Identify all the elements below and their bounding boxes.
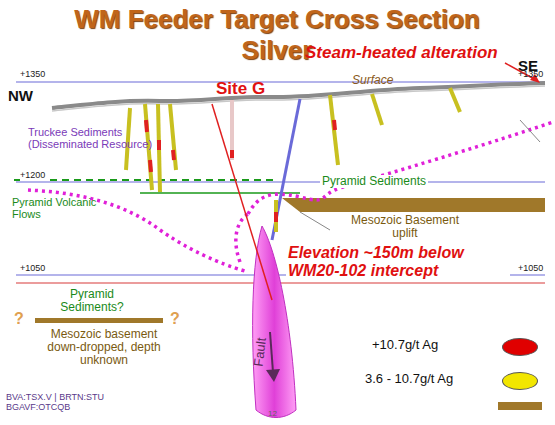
callout-label: Elevation ~150m below WM20-102 intercept (286, 244, 510, 279)
elevation-label: +1050 (518, 264, 543, 274)
legend-swatch (502, 338, 538, 356)
question-mark: ? (14, 310, 24, 328)
legend-swatch (502, 372, 538, 390)
page-number: 12 (268, 410, 277, 419)
elevation-label: +1350 (20, 70, 45, 80)
callout-label: Steam-heated alteration (305, 44, 498, 63)
formation-label: Mesozoic basement down-dropped, depth un… (34, 328, 174, 368)
legend-text: +10.7g/t Ag (372, 338, 438, 352)
formation-label: Pyramid Sediments (320, 175, 428, 188)
formation-label: Pyramid Sediments? (42, 288, 142, 314)
formation-label: Mesozoic Basement uplift (340, 214, 470, 240)
elevation-label: +1350 (518, 70, 543, 80)
legend-text: 3.6 - 10.7g/t Ag (365, 372, 453, 386)
elevation-label: +1200 (20, 171, 45, 181)
question-mark: ? (170, 310, 180, 328)
direction-label: NW (8, 88, 33, 105)
ticker-note: BVA:TSX.V | BRTN:STU BGAVF:OTCQB (6, 393, 126, 413)
site-label: Site G (216, 80, 265, 99)
formation-label: Pyramid Volcanic Flows (12, 196, 104, 220)
elevation-label: +1050 (20, 264, 45, 274)
surface-label: Surface (352, 74, 393, 87)
formation-label: Truckee Sediments (Disseminated Resource… (28, 126, 168, 150)
